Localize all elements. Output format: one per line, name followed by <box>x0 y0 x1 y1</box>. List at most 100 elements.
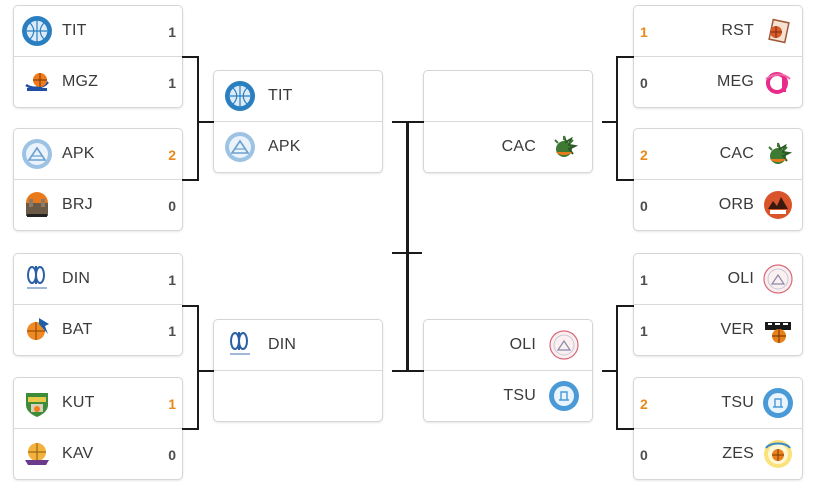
match-card[interactable]: DIN <box>214 320 382 421</box>
team-score: 2 <box>640 396 648 412</box>
team-score: 1 <box>640 272 648 288</box>
bracket-connector <box>197 56 199 181</box>
mgz-logo <box>21 66 53 98</box>
bracket-connector <box>408 121 424 123</box>
team-score: 0 <box>168 198 176 214</box>
team-name: BAT <box>62 321 93 338</box>
team-row-tsu[interactable]: TSU <box>424 371 592 421</box>
team-name: BRJ <box>62 196 93 213</box>
team-row-orb[interactable]: ORB 0 <box>634 180 802 230</box>
tsu-logo <box>762 387 794 419</box>
team-name: KUT <box>62 394 95 411</box>
team-score: 1 <box>168 323 176 339</box>
team-row-tit[interactable]: TIT <box>214 71 382 121</box>
team-score: 1 <box>168 396 176 412</box>
row-divider <box>634 56 802 57</box>
bracket-connector <box>616 305 618 430</box>
din-logo <box>21 263 53 295</box>
match-card[interactable]: TIT APK <box>214 71 382 172</box>
bracket-connector <box>602 370 618 372</box>
bracket-connector <box>616 179 634 181</box>
team-name: KAV <box>62 445 94 462</box>
team-score: 0 <box>640 75 648 91</box>
ver-logo <box>762 314 794 346</box>
team-name: CAC <box>719 145 754 162</box>
tit-logo <box>21 15 53 47</box>
team-name: RST <box>721 22 754 39</box>
match-card[interactable]: OLI TSU <box>424 320 592 421</box>
team-score: 1 <box>640 323 648 339</box>
team-name: TSU <box>721 394 754 411</box>
tit-logo <box>224 80 256 112</box>
bracket-connector <box>392 370 408 372</box>
row-divider <box>214 121 382 122</box>
team-score: 1 <box>168 75 176 91</box>
team-row-oli[interactable]: OLI <box>424 320 592 370</box>
team-score: 0 <box>640 198 648 214</box>
team-row-tsu[interactable]: TSU 2 <box>634 378 802 428</box>
bracket-connector <box>616 56 618 181</box>
team-name: APK <box>268 138 301 155</box>
team-name: TSU <box>503 387 536 404</box>
bracket-connector <box>182 305 198 307</box>
oli-logo <box>762 263 794 295</box>
team-score: 1 <box>640 24 648 40</box>
team-name: ORB <box>718 196 754 213</box>
team-score: 2 <box>168 147 176 163</box>
rst-logo <box>762 15 794 47</box>
bracket-connector <box>392 252 422 254</box>
row-divider <box>634 304 802 305</box>
team-row-cac[interactable]: CAC 2 <box>634 129 802 179</box>
team-name: DIN <box>62 270 91 287</box>
din-logo <box>224 329 256 361</box>
team-row-empty[interactable] <box>214 371 382 421</box>
team-row-empty[interactable] <box>424 71 592 121</box>
team-name: DIN <box>268 336 297 353</box>
team-row-apk[interactable]: APK <box>214 122 382 172</box>
apk-logo <box>21 138 53 170</box>
team-row-bat[interactable]: BAT 1 <box>14 305 182 355</box>
team-name: OLI <box>509 336 536 353</box>
team-row-brj[interactable]: BRJ 0 <box>14 180 182 230</box>
bracket-connector <box>602 121 618 123</box>
team-name: VER <box>720 321 754 338</box>
cac-logo <box>762 138 794 170</box>
row-divider <box>424 121 592 122</box>
team-row-ver[interactable]: VER 1 <box>634 305 802 355</box>
bracket-connector <box>406 121 409 372</box>
team-name: TIT <box>268 87 293 104</box>
cac-logo <box>548 131 580 163</box>
team-row-din[interactable]: DIN <box>214 320 382 370</box>
team-row-kut[interactable]: KUT 1 <box>14 378 182 428</box>
team-score: 2 <box>640 147 648 163</box>
team-name: ZES <box>722 445 754 462</box>
bracket-connector <box>198 121 214 123</box>
brj-logo <box>21 189 53 221</box>
bracket-connector <box>198 370 214 372</box>
bracket-connector <box>616 56 634 58</box>
match-card[interactable]: CAC <box>424 71 592 172</box>
tsu-logo <box>548 380 580 412</box>
kut-logo <box>21 387 53 419</box>
bracket-connector <box>182 56 198 58</box>
team-row-rst[interactable]: RST 1 <box>634 6 802 56</box>
orb-logo <box>762 189 794 221</box>
bracket-connector <box>616 305 634 307</box>
team-row-cac[interactable]: CAC <box>424 122 592 172</box>
